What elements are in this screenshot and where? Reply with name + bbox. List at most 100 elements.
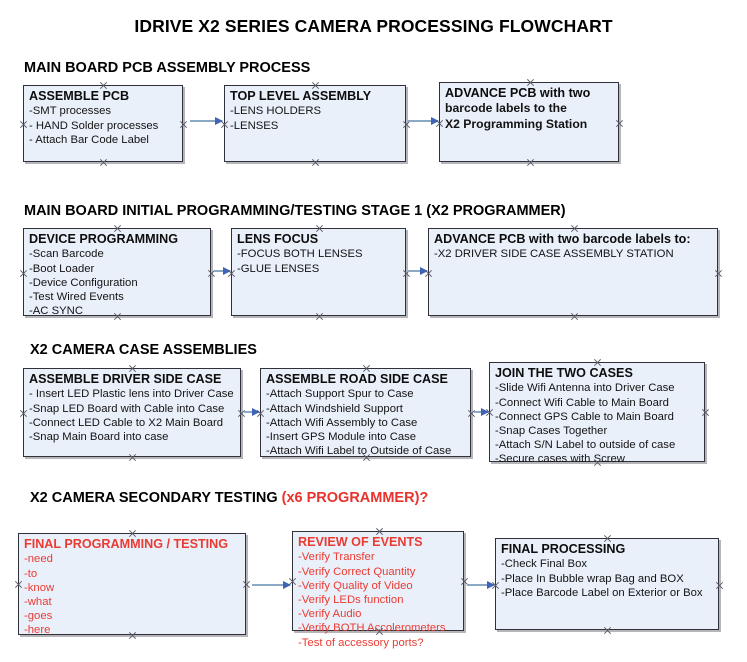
box-line: -Place In Bubble wrap Bag and BOX — [501, 572, 684, 585]
section-heading-x2-camera-secondary-testing: X2 CAMERA SECONDARY TESTING (x6 PROGRAMM… — [30, 490, 428, 506]
connector-handle-bottom[interactable] — [526, 158, 535, 167]
box-line: -here — [24, 624, 51, 637]
connector-handle-left[interactable] — [14, 580, 23, 589]
box-line: -LENS HOLDERS — [230, 105, 322, 118]
box-line: -Verify BOTH Accolerometers — [298, 622, 446, 635]
box-device-programming[interactable]: DEVICE PROGRAMMING -Scan Barcode -Boot L… — [23, 228, 211, 318]
connector-handle-right[interactable] — [615, 119, 624, 128]
section-heading-text: X2 CAMERA CASE ASSEMBLIES — [30, 342, 257, 358]
connector-handle-bottom[interactable] — [570, 312, 579, 321]
box-line: -need — [24, 553, 53, 566]
box-line: -AC SYNC — [29, 305, 83, 318]
box-line: -Attach Windshield Support — [266, 402, 403, 415]
connector-handle-bottom[interactable] — [99, 158, 108, 167]
box-assemble-pcb[interactable]: ASSEMBLE PCB -SMT processes - HAND Solde… — [23, 85, 183, 162]
box-title: JOIN THE TWO CASES — [495, 366, 633, 380]
box-line: -Boot Loader — [29, 262, 95, 275]
box-line: -to — [24, 567, 38, 580]
box-line: -Verify Correct Quantity — [298, 565, 416, 578]
connector-handle-right[interactable] — [701, 408, 710, 417]
box-title: ASSEMBLE ROAD SIDE CASE — [266, 372, 448, 386]
connector-handle-bottom[interactable] — [603, 626, 612, 635]
box-line: barcode labels to the — [445, 101, 567, 116]
arrow-head-icon — [487, 580, 495, 589]
connector-handle-left[interactable] — [19, 409, 28, 418]
connector-handle-right[interactable] — [715, 581, 724, 590]
arrow-assemble-pcb-to-top-level-assembly — [190, 116, 223, 125]
box-line: -Check Final Box — [501, 558, 588, 571]
box-title: LENS FOCUS — [237, 232, 319, 246]
box-top-level-assembly[interactable]: TOP LEVEL ASSEMBLY -LENS HOLDERS -LENSES — [224, 85, 406, 162]
box-review-of-events[interactable]: REVIEW OF EVENTS -Verify Transfer -Verif… — [292, 531, 464, 649]
box-line: -Snap Main Board into case — [29, 431, 169, 444]
arrow-driver-side-to-road-side — [244, 407, 260, 416]
box-line: -what — [24, 596, 52, 609]
arrow-device-programming-to-lens-focus — [214, 266, 231, 275]
box-line: - Insert LED Plastic lens into Driver Ca… — [29, 388, 234, 401]
box-title: TOP LEVEL ASSEMBLY — [230, 89, 372, 103]
box-line: -Attach S/N Label to outside of case — [495, 439, 676, 452]
box-title: FINAL PROGRAMMING / TESTING — [24, 537, 229, 551]
arrow-head-icon — [252, 407, 260, 416]
connector-handle-left[interactable] — [19, 120, 28, 129]
box-line: -Connect GPS Cable to Main Board — [495, 410, 674, 423]
box-line: -Device Configuration — [29, 276, 138, 289]
box-assemble-road-side-case[interactable]: ASSEMBLE ROAD SIDE CASE -Attach Support … — [260, 368, 471, 457]
box-title: ASSEMBLE DRIVER SIDE CASE — [29, 372, 222, 386]
box-line: - HAND Solder processes — [29, 119, 159, 132]
box-line: -Verify Transfer — [298, 551, 375, 564]
box-line: -goes — [24, 610, 53, 623]
box-line: -Attach Wifi Assembly to Case — [266, 416, 418, 429]
box-final-programming-testing[interactable]: FINAL PROGRAMMING / TESTING -need -to -k… — [18, 533, 246, 637]
section-heading-text: X2 CAMERA SECONDARY TESTING — [30, 490, 282, 506]
arrow-head-icon — [223, 266, 231, 275]
connector-handle-bottom[interactable] — [128, 453, 137, 462]
connector-handle-bottom[interactable] — [315, 312, 324, 321]
box-title: DEVICE PROGRAMMING — [29, 232, 179, 246]
box-line: -GLUE LENSES — [237, 262, 320, 275]
box-line: -LENSES — [230, 119, 279, 132]
box-line: -know — [24, 581, 55, 594]
connector-handle-left[interactable] — [19, 269, 28, 278]
box-advance-pcb-to-driver-side-case-assembly[interactable]: ADVANCE PCB with two barcode labels to: … — [428, 228, 718, 316]
section-heading-main-board-initial-programming-testing-stage-1: MAIN BOARD INITIAL PROGRAMMING/TESTING S… — [24, 203, 566, 219]
box-line: -Verify LEDs function — [298, 594, 404, 607]
box-line: -Snap Cases Together — [495, 425, 608, 438]
box-line: -Insert GPS Module into Case — [266, 431, 417, 444]
arrow-head-icon — [481, 407, 489, 416]
box-line: X2 Programming Station — [445, 117, 588, 132]
section-heading-main-board-pcb-assembly-process: MAIN BOARD PCB ASSEMBLY PROCESS — [24, 60, 310, 76]
arrow-head-icon — [283, 580, 291, 589]
section-heading-text: MAIN BOARD PCB ASSEMBLY PROCESS — [24, 60, 311, 76]
box-line: -FOCUS BOTH LENSES — [237, 248, 363, 261]
box-assemble-driver-side-case[interactable]: ASSEMBLE DRIVER SIDE CASE - Insert LED P… — [23, 368, 241, 457]
box-line: -Attach Wifi Label to Outside of Case — [266, 445, 452, 458]
arrow-road-side-to-join-cases — [474, 407, 489, 416]
box-final-processing[interactable]: FINAL PROCESSING -Check Final Box -Place… — [495, 538, 719, 630]
arrow-head-icon — [420, 266, 428, 275]
box-line: -Secure cases with Screw — [495, 453, 625, 466]
box-title: ADVANCE PCB with two barcode labels to: — [434, 232, 691, 246]
box-line: -X2 DRIVER SIDE CASE ASSEMBLY STATION — [434, 248, 674, 261]
section-heading-x2-camera-case-assemblies: X2 CAMERA CASE ASSEMBLIES — [30, 342, 257, 358]
box-line-overflow: -Test of accessory ports? — [298, 636, 424, 649]
arrow-head-icon — [215, 116, 223, 125]
box-line: -Place Barcode Label on Exterior or Box — [501, 586, 703, 599]
box-line: -Connect LED Cable to X2 Main Board — [29, 416, 224, 429]
connector-handle-right[interactable] — [714, 269, 723, 278]
connector-handle-right[interactable] — [242, 580, 251, 589]
box-line: -Snap LED Board with Cable into Case — [29, 402, 225, 415]
box-line: -Verify Audio — [298, 608, 362, 621]
connector-handle-bottom[interactable] — [311, 158, 320, 167]
section-heading-suffix: (x6 PROGRAMMER)? — [281, 490, 429, 506]
box-join-the-two-cases[interactable]: JOIN THE TWO CASES -Slide Wifi Antenna i… — [489, 362, 705, 465]
connector-handle-right[interactable] — [179, 120, 188, 129]
box-advance-pcb-to-x2-programming-station[interactable]: ADVANCE PCB with two barcode labels to t… — [439, 82, 619, 162]
box-line: - Attach Bar Code Label — [29, 133, 149, 146]
box-title: REVIEW OF EVENTS — [298, 535, 423, 549]
box-line: -Test Wired Events — [29, 291, 124, 304]
box-lens-focus[interactable]: LENS FOCUS -FOCUS BOTH LENSES -GLUE LENS… — [231, 228, 406, 316]
arrow-final-programming-to-review-of-events — [252, 580, 291, 589]
box-line: -Scan Barcode — [29, 248, 104, 261]
